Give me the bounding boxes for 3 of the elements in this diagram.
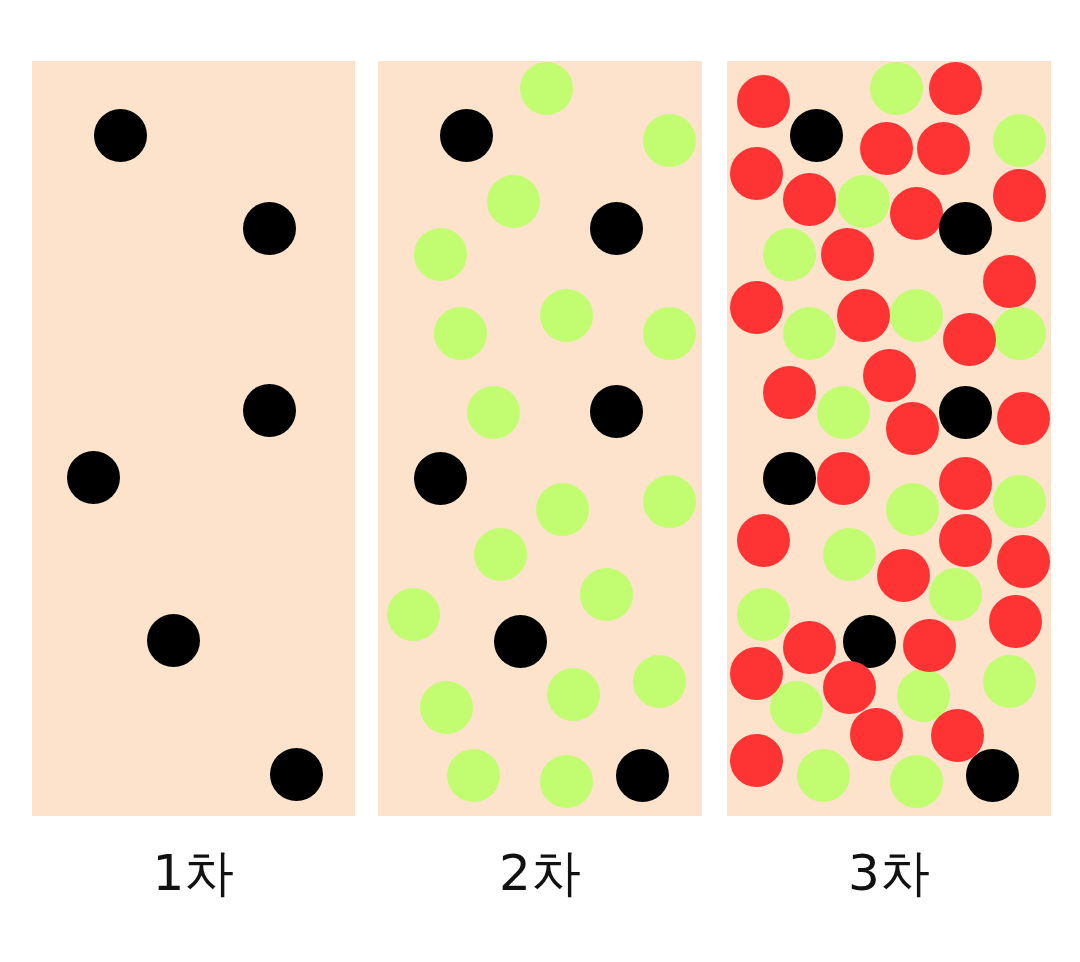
stage-label: 3차 [847,843,931,903]
stage-label: 1차 [151,843,236,903]
stage-label: 2차 [498,843,582,903]
